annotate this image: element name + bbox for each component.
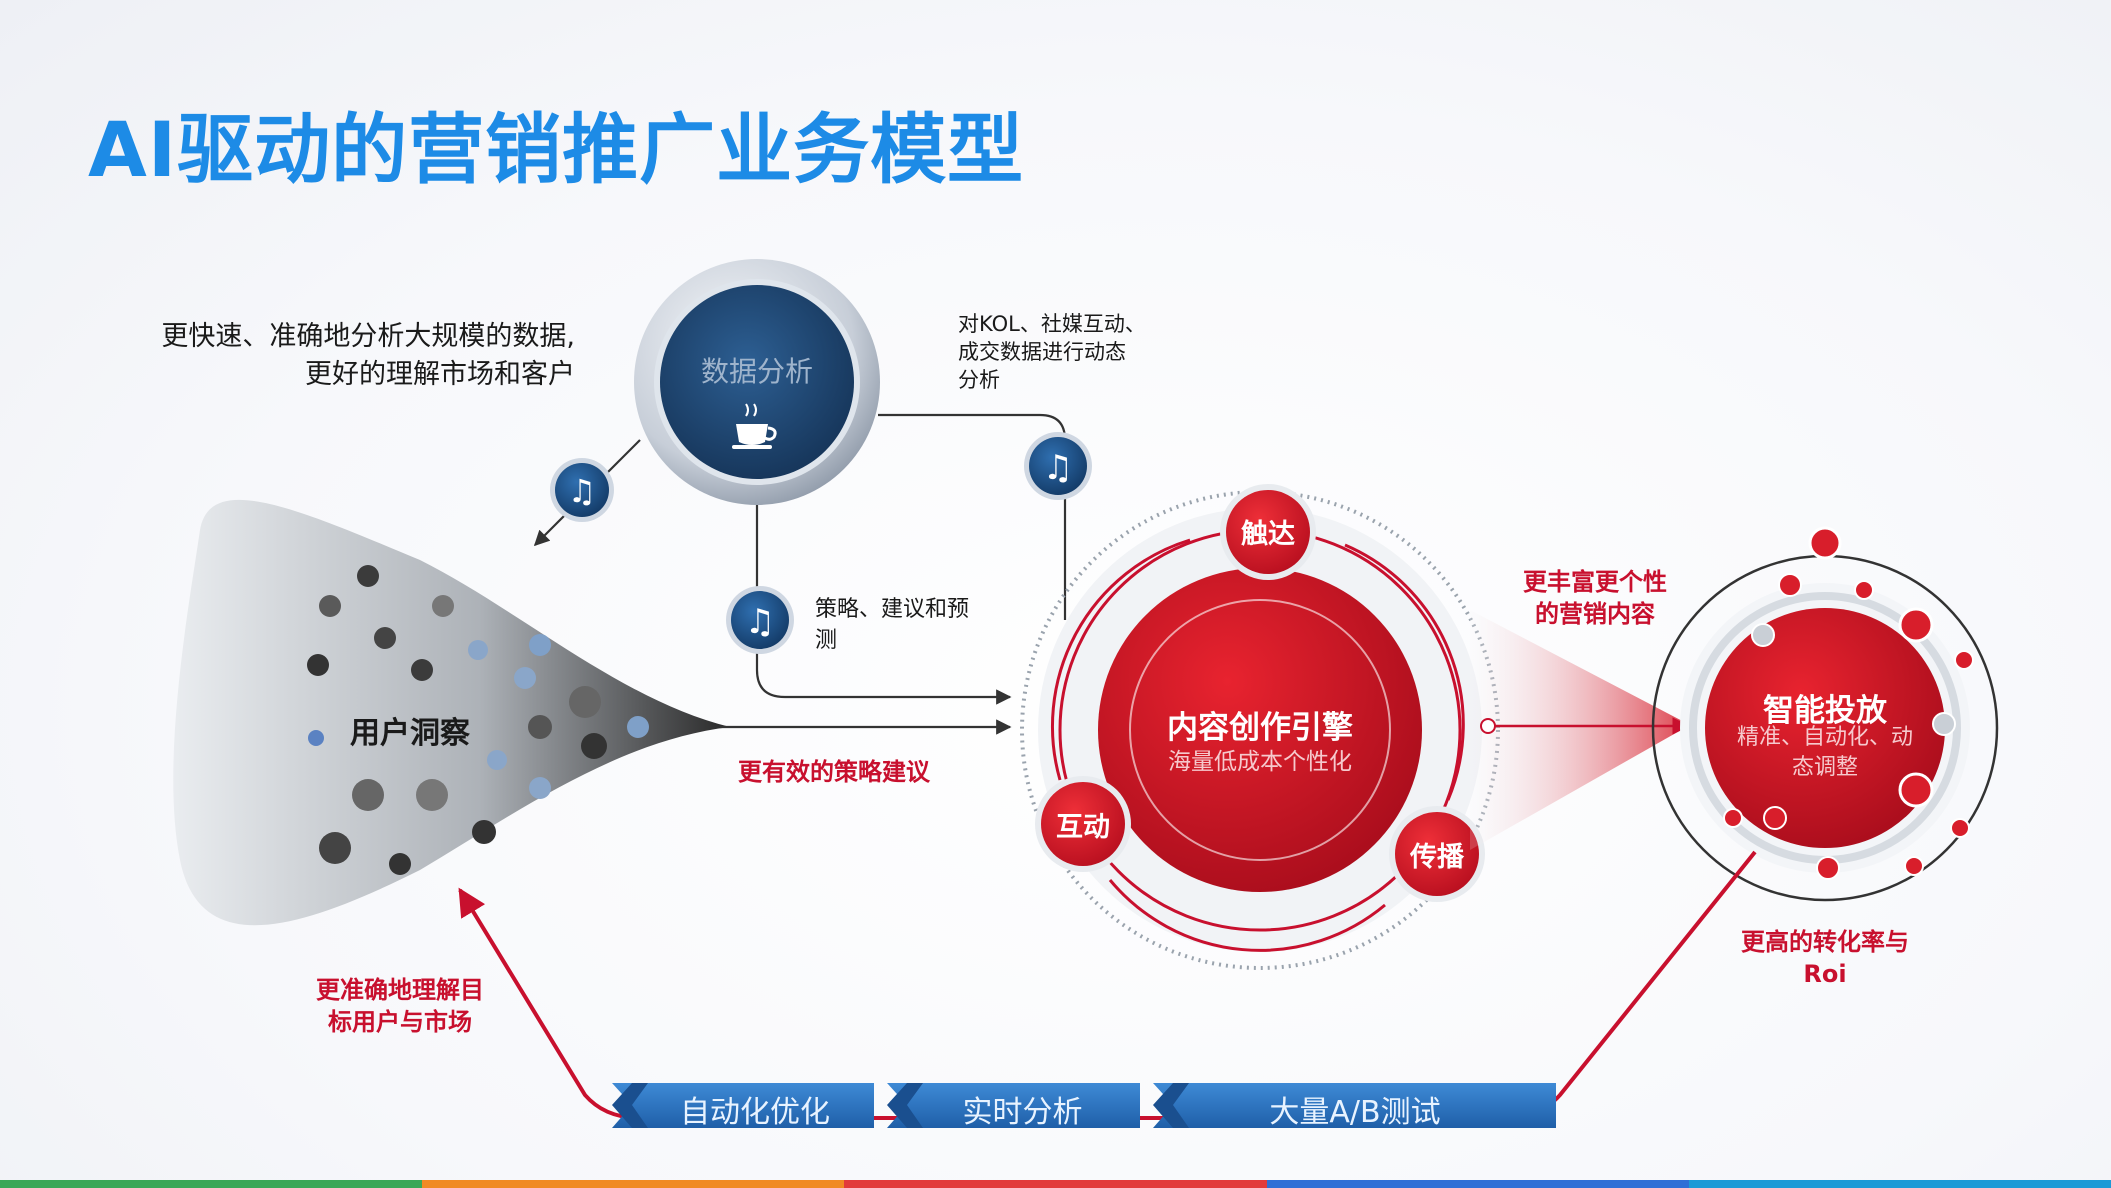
music-node-right: ♫ [1024, 432, 1092, 500]
smart-delivery-title: 智能投放 [1763, 693, 1887, 729]
content-engine-title: 内容创作引擎 [1167, 710, 1353, 746]
data-analysis-node [634, 259, 880, 505]
user-understanding-line-2: 标用户与市场 [328, 1008, 472, 1036]
data-analysis-right-desc: 对KOL、社媒互动、 成交数据进行动态 分析 [958, 310, 1146, 394]
node-reach-label: 触达 [1241, 519, 1295, 550]
smart-delivery-subtitle-line-2: 态调整 [1791, 755, 1858, 780]
banner-realtime-analysis: 实时分析 [962, 1095, 1083, 1130]
engine-cycle-arrow-2 [1108, 879, 1386, 952]
coffee-cup-icon [732, 403, 777, 449]
conversion-line-1: 更高的转化率与 [1741, 928, 1909, 956]
banner-auto-optimize: 自动化优化 [680, 1095, 830, 1130]
return-loop-line [458, 850, 1757, 1120]
svg-text:♫: ♫ [745, 602, 775, 642]
bottom-bar-segment [844, 1180, 1267, 1188]
svg-text:♫: ♫ [568, 472, 597, 510]
bottom-bar-segment [0, 1180, 423, 1188]
smart-delivery-subtitle: 精准、自动化、动 态调整 [1715, 723, 1935, 783]
conversion-label: 更高的转化率与 Roi [1720, 926, 1930, 990]
banner-ab-testing: 大量A/B测试 [1269, 1095, 1441, 1130]
content-engine-subtitle: 海量低成本个性化 [1168, 749, 1352, 775]
left-desc-line-1: 更快速、准确地分析大规模的数据, [161, 321, 575, 352]
data-analysis-label: 数据分析 [700, 355, 813, 388]
strategy-desc-line-1: 策略、建议和预 [815, 597, 970, 622]
engine-to-delivery-cone [1470, 610, 1690, 850]
left-desc-line-2: 更好的理解市场和客户 [305, 359, 575, 390]
right-desc-line-2: 成交数据进行动态 [958, 340, 1126, 364]
engine-cycle-arrow-1 [1344, 543, 1465, 801]
page-title: AI驱动的营销推广业务模型 [88, 105, 1025, 194]
node-interact-label: 互动 [1056, 812, 1110, 843]
bottom-bar-segment [1688, 1180, 2111, 1188]
strategy-advice-label: 更有效的策略建议 [738, 758, 930, 786]
strategy-desc: 策略、建议和预 测 [815, 594, 969, 656]
node-interact-circle [1035, 776, 1131, 872]
strategy-desc-line-2: 测 [815, 628, 838, 653]
bottom-bar-segment [422, 1180, 845, 1188]
engine-cycle-arrow-3 [1051, 538, 1191, 781]
conversion-line-2: Roi [1803, 960, 1847, 988]
user-dots [307, 565, 649, 875]
music-node-strategy: ♫ [726, 586, 794, 654]
strategy-line [755, 505, 1012, 705]
bottom-color-bar [0, 1180, 2111, 1188]
smart-delivery-subtitle-line-1: 精准、自动化、动 [1736, 725, 1913, 750]
content-output-label: 更丰富更个性 的营销内容 [1500, 566, 1690, 630]
smart-delivery-node [1651, 554, 1999, 902]
user-understanding-line-1: 更准确地理解目 [316, 976, 484, 1004]
content-output-line-1: 更丰富更个性 [1523, 568, 1667, 596]
content-engine-node [1020, 490, 1500, 970]
svg-text:♫: ♫ [1043, 448, 1073, 488]
content-output-line-2: 的营销内容 [1535, 600, 1655, 628]
right-desc-line-3: 分析 [958, 368, 1000, 392]
node-reach-circle [1220, 484, 1316, 580]
user-insight-label: 用户洞察 [350, 716, 470, 751]
node-spread-label: 传播 [1410, 842, 1464, 873]
music-node-left: ♫ [550, 458, 614, 522]
bottom-bar-segment [1266, 1180, 1689, 1188]
node-spread-circle [1389, 806, 1485, 902]
data-analysis-left-desc: 更快速、准确地分析大规模的数据, 更好的理解市场和客户 [90, 318, 575, 394]
user-insight-funnel [173, 499, 731, 926]
right-desc-line-1: 对KOL、社媒互动、 [958, 312, 1146, 336]
delivery-user-dots [1723, 526, 1974, 880]
banner-shapes [612, 1083, 1556, 1128]
user-understanding-label: 更准确地理解目 标用户与市场 [300, 974, 500, 1038]
